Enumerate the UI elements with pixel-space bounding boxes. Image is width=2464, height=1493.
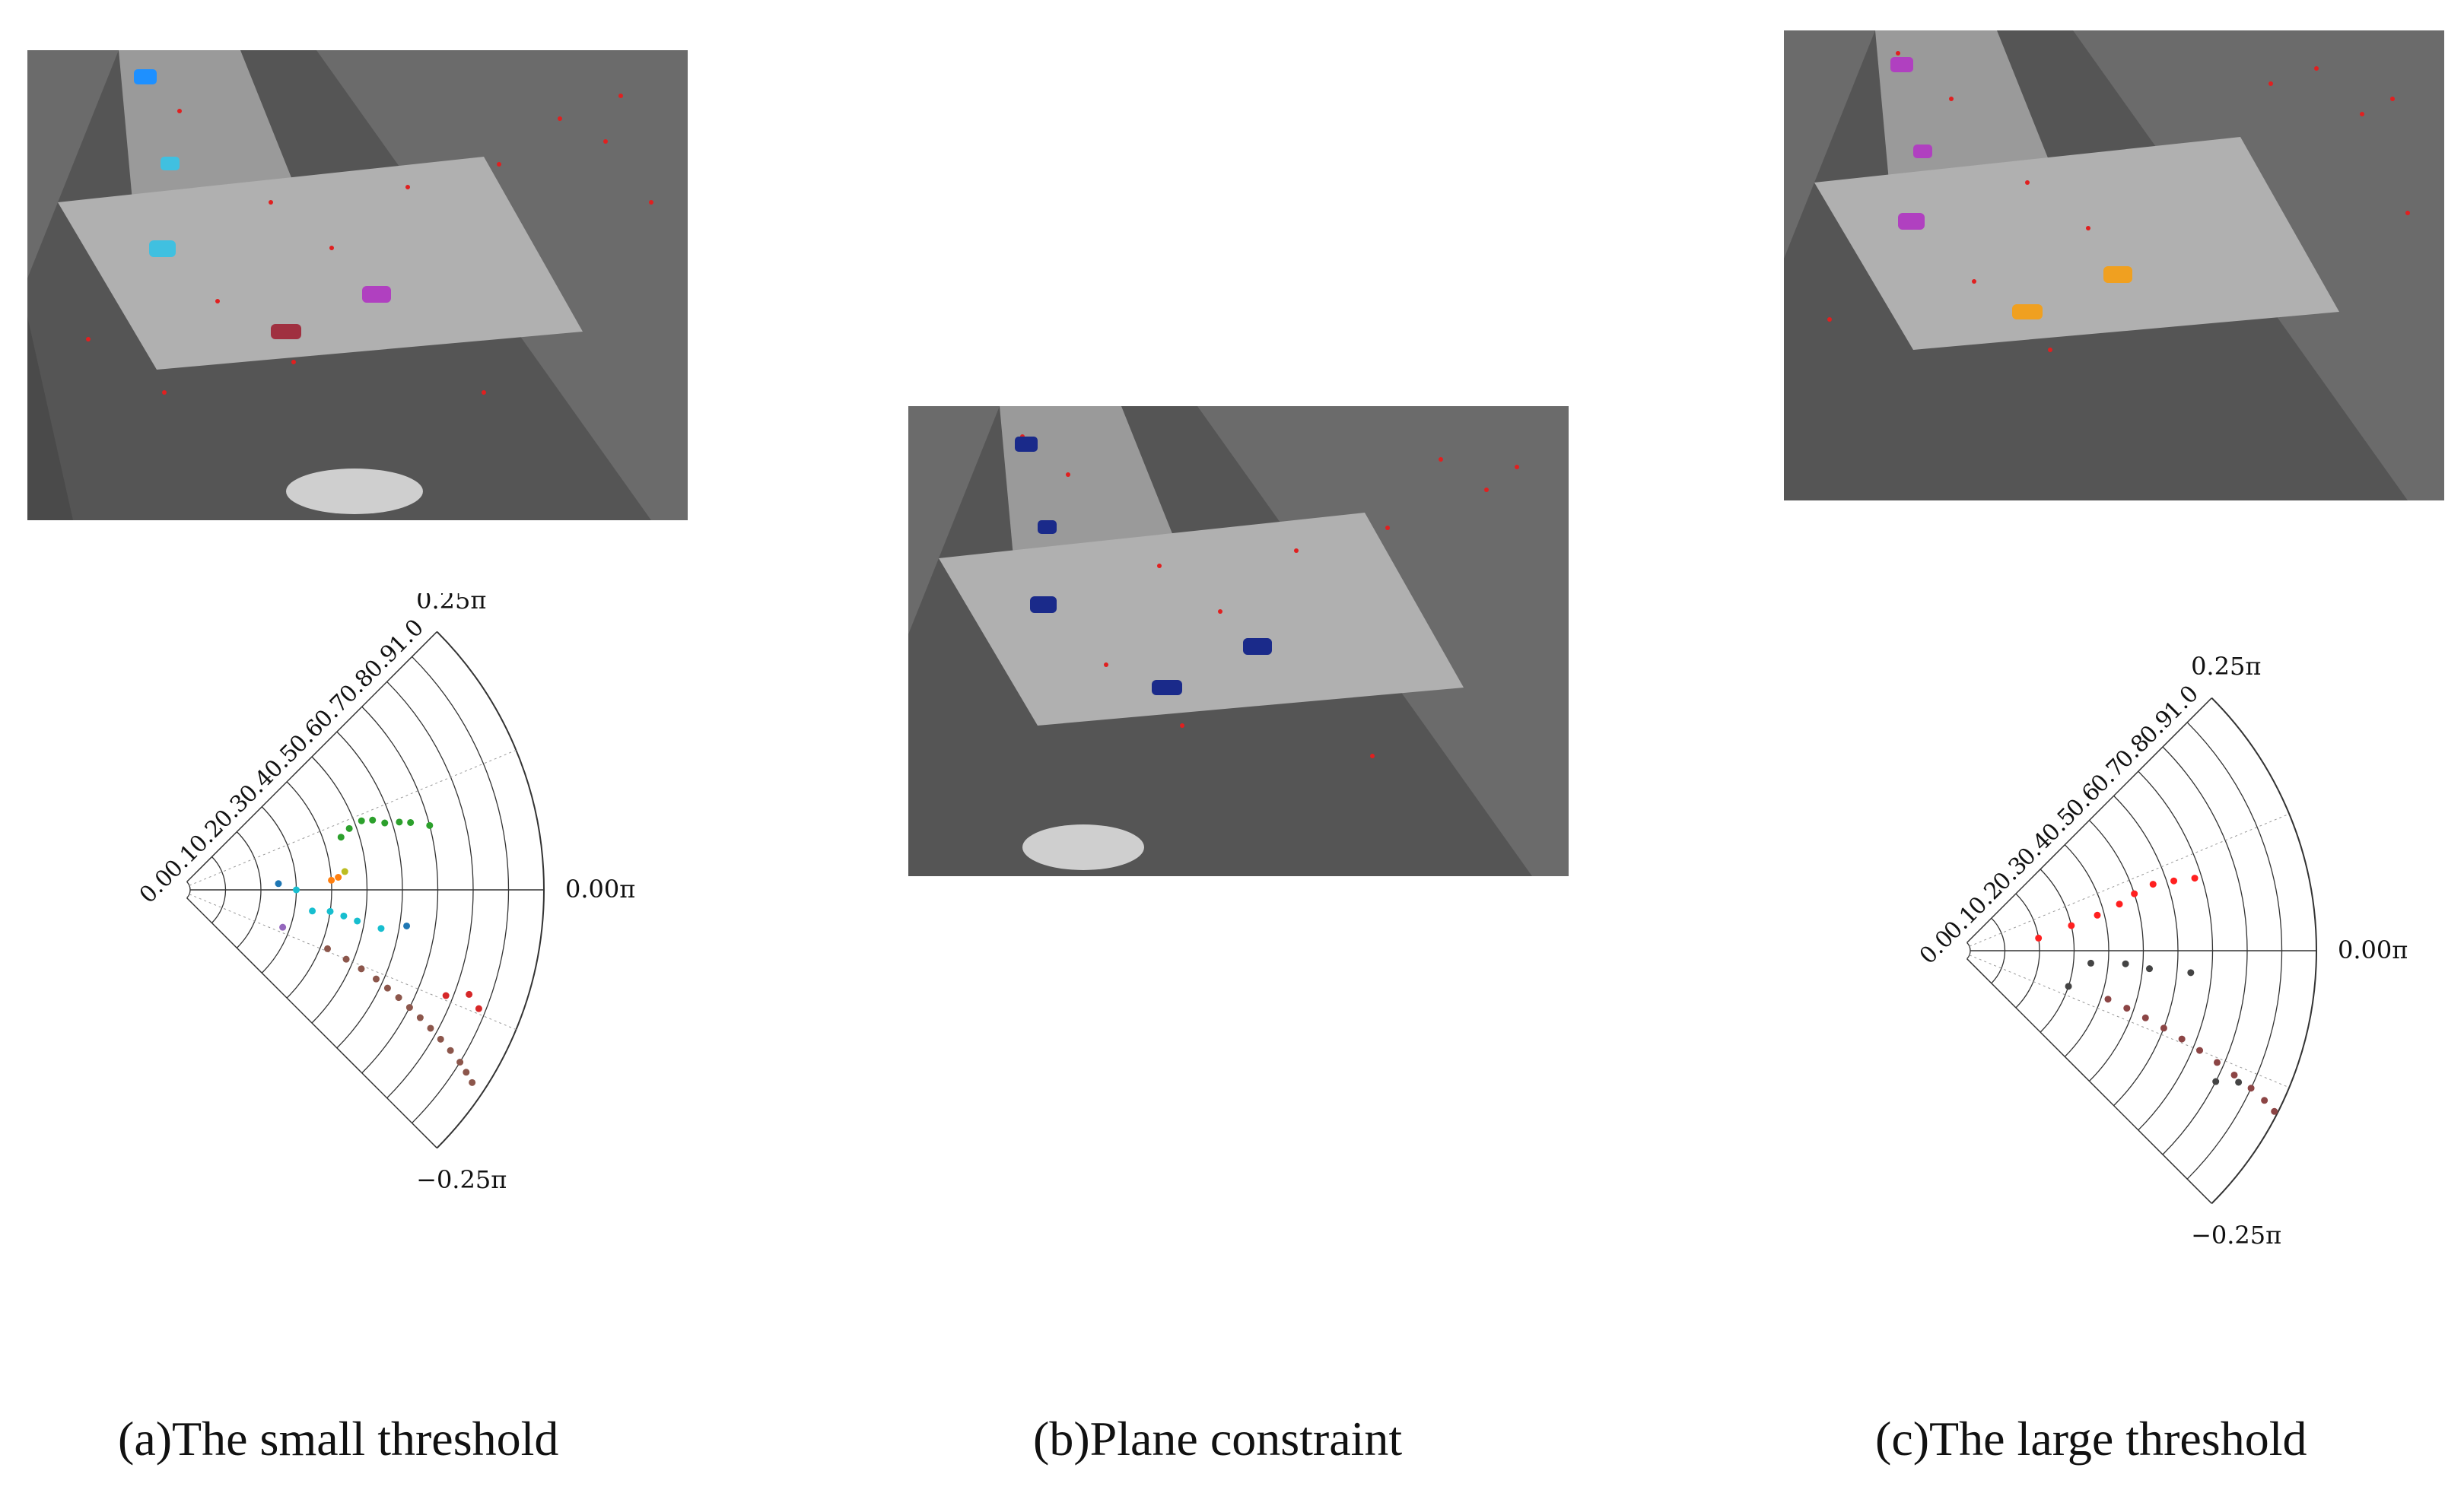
polar-point-c-2-3 <box>2160 1024 2167 1032</box>
vehicles-a <box>134 69 391 339</box>
polar-point-c-0-5 <box>2149 881 2157 888</box>
polar-points-c <box>2035 875 2278 1115</box>
polar-point-c-1-5 <box>2212 1078 2220 1085</box>
polar-angle-tick-c-0: 0.25π <box>2191 652 2261 681</box>
polar-guide-c-0 <box>1969 955 2290 1088</box>
aerial-scene-b <box>908 406 1569 876</box>
polar-spoke-c-0 <box>1966 958 2212 1204</box>
polar-angle-tick-c-2: −0.25π <box>2191 1221 2281 1250</box>
polar-spoke-a-0 <box>186 897 437 1148</box>
polar-point-a-4-0 <box>275 880 282 888</box>
polar-point-a-1-5 <box>293 886 300 894</box>
vehicles-b <box>1015 437 1272 695</box>
polar-point-c-2-0 <box>2104 996 2112 1003</box>
polar-point-a-0-1 <box>345 824 353 832</box>
polar-point-a-6-13 <box>469 1078 476 1086</box>
polar-point-a-7-0 <box>442 992 450 999</box>
polar-point-c-2-6 <box>2213 1059 2221 1066</box>
polar-point-c-1-4 <box>2065 983 2072 990</box>
polar-point-a-1-4 <box>377 925 385 932</box>
polar-spoke-c-2 <box>1966 697 2212 943</box>
polar-point-a-6-4 <box>383 984 391 992</box>
polar-point-c-1-1 <box>2122 960 2129 967</box>
polar-point-a-0-3 <box>369 816 377 824</box>
aerial-scene-a <box>27 50 688 520</box>
polar-point-c-0-3 <box>2116 901 2123 908</box>
polar-angle-tick-a-0: 0.25π <box>416 593 486 615</box>
polar-point-a-6-3 <box>372 975 380 983</box>
caption-b: (b)Plane constraint <box>1033 1412 1403 1466</box>
aerial-image-b <box>908 406 1569 876</box>
polar-point-a-0-0 <box>337 834 345 841</box>
polar-point-c-2-8 <box>2247 1085 2255 1092</box>
polar-point-a-0-7 <box>426 821 434 829</box>
polar-point-a-6-2 <box>358 965 365 973</box>
aerial-image-a <box>27 50 688 520</box>
polar-point-c-0-1 <box>2068 922 2075 929</box>
aerial-image-c <box>1784 30 2444 500</box>
polar-point-c-0-0 <box>2035 934 2043 942</box>
polar-point-a-2-0 <box>328 876 335 884</box>
polar-chart-c: 0.00.10.20.30.40.50.60.70.80.91.00.25π0.… <box>1915 652 2408 1250</box>
polar-point-a-7-1 <box>466 990 473 998</box>
polar-angle-tick-a-2: −0.25π <box>416 1165 507 1194</box>
polar-grid-a <box>186 631 545 1149</box>
polar-point-c-0-4 <box>2131 890 2138 897</box>
polar-point-c-2-7 <box>2230 1071 2238 1078</box>
polar-point-c-1-3 <box>2187 969 2195 977</box>
polar-point-c-2-9 <box>2261 1097 2268 1104</box>
polar-ring-a-0 <box>186 881 191 899</box>
polar-point-a-1-0 <box>309 907 316 915</box>
polar-point-c-1-0 <box>2087 959 2094 967</box>
polar-point-a-1-2 <box>340 912 348 920</box>
polar-point-a-0-6 <box>407 818 415 826</box>
polar-point-c-0-6 <box>2170 877 2178 885</box>
polar-grid-c <box>1966 697 2317 1205</box>
vehicles-c <box>1890 57 2132 319</box>
polar-guide-c-1 <box>1969 813 2290 947</box>
polar-point-a-6-12 <box>463 1069 470 1076</box>
polar-point-a-6-6 <box>405 1004 413 1012</box>
polar-angle-tick-c-1: 0.00π <box>2338 936 2408 964</box>
polar-spoke-a-2 <box>186 631 437 882</box>
polar-point-c-0-2 <box>2094 911 2101 919</box>
polar-point-c-1-2 <box>2145 965 2153 973</box>
polar-point-c-2-4 <box>2178 1035 2186 1043</box>
polar-point-c-1-6 <box>2235 1078 2243 1086</box>
polar-point-a-2-1 <box>335 874 342 881</box>
polar-point-a-6-0 <box>324 945 332 952</box>
polar-point-c-2-5 <box>2196 1047 2204 1054</box>
polar-point-a-1-1 <box>326 907 334 915</box>
polar-ring-c-0 <box>1966 942 1971 960</box>
polar-point-a-4-1 <box>403 922 411 929</box>
polar-point-a-5-0 <box>279 923 287 931</box>
polar-point-a-0-5 <box>396 818 403 826</box>
polar-point-a-6-10 <box>447 1047 454 1054</box>
polar-point-a-6-1 <box>342 955 350 963</box>
polar-point-a-0-4 <box>381 819 389 827</box>
polar-point-a-0-2 <box>358 817 365 824</box>
polar-point-a-1-3 <box>354 917 361 925</box>
polar-point-c-2-10 <box>2271 1107 2278 1115</box>
polar-point-a-6-8 <box>427 1024 434 1032</box>
polar-point-c-2-1 <box>2123 1005 2131 1012</box>
polar-point-a-7-2 <box>475 1005 482 1012</box>
aerial-scene-c <box>1784 30 2444 500</box>
polar-points-a <box>275 816 482 1086</box>
polar-point-a-6-9 <box>437 1035 444 1043</box>
polar-chart-a: 0.00.10.20.30.40.50.60.70.80.91.00.25π0.… <box>135 593 636 1194</box>
polar-point-a-6-7 <box>416 1014 424 1021</box>
polar-point-c-2-2 <box>2141 1014 2149 1021</box>
feature-points-c <box>1827 51 2410 352</box>
polar-angle-tick-a-1: 0.00π <box>565 875 635 904</box>
polar-guide-a-1 <box>189 749 517 886</box>
polar-point-c-0-7 <box>2191 875 2199 882</box>
caption-a: (a)The small threshold <box>118 1412 559 1466</box>
polar-point-a-6-11 <box>456 1059 464 1066</box>
polar-guide-a-0 <box>189 894 517 1031</box>
polar-point-a-6-5 <box>395 994 402 1002</box>
caption-c: (c)The large threshold <box>1875 1412 2307 1466</box>
polar-point-a-3-0 <box>341 868 348 875</box>
